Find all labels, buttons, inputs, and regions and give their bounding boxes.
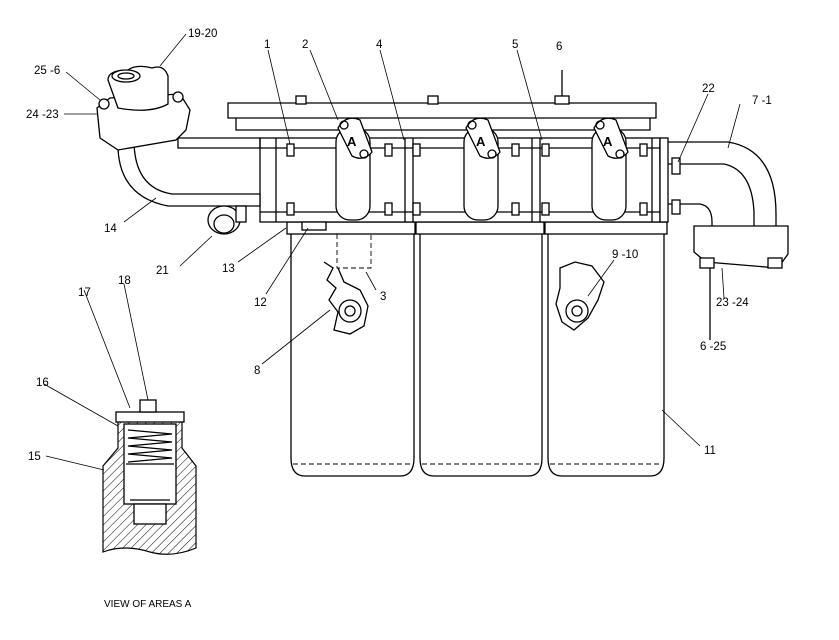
callout-12: 12	[254, 297, 267, 309]
filter-canister-middle	[419, 229, 543, 477]
valve-body-2	[463, 117, 501, 221]
filter-canister-right	[547, 229, 665, 477]
valve-body-1	[335, 117, 373, 221]
callout-14: 14	[104, 223, 117, 235]
callout-23-24: 23 -24	[716, 297, 749, 309]
callout-17: 17	[78, 287, 91, 299]
manifold-bolts	[286, 143, 648, 216]
inlet-elbow	[96, 65, 261, 207]
callout-9-10: 9 -10	[612, 249, 638, 261]
callout-7-1: 7 -1	[752, 95, 772, 107]
callout-3: 3	[380, 291, 386, 303]
callout-16: 16	[36, 377, 49, 389]
canister-collar-right	[544, 221, 668, 235]
top-cover	[227, 70, 657, 131]
area-tag-a-3: A	[603, 134, 613, 149]
valve-body-3	[591, 117, 629, 221]
area-tag-a-1: A	[347, 134, 357, 149]
callout-2: 2	[302, 39, 308, 51]
internal-tube	[336, 234, 372, 269]
callout-4: 4	[376, 39, 383, 51]
canister-collar-middle	[415, 221, 545, 235]
cutaway-left	[323, 261, 369, 335]
cutaway-right	[555, 261, 605, 331]
fitting-21	[207, 205, 247, 235]
bracket-12	[301, 221, 327, 231]
callout-13: 13	[222, 263, 235, 275]
outlet-flange	[693, 225, 789, 340]
callout-18: 18	[118, 275, 131, 287]
callout-5: 5	[512, 39, 518, 51]
callout-25-6: 25 -6	[34, 65, 60, 77]
callout-1: 1	[264, 39, 270, 51]
filter-canister-left	[290, 229, 415, 477]
outlet-elbow	[659, 137, 777, 231]
callout-15: 15	[28, 451, 41, 463]
callout-6-top: 6	[556, 41, 562, 53]
callout-22: 22	[702, 83, 715, 95]
view-caption: VIEW OF AREAS A	[104, 599, 192, 610]
callout-6-25: 6 -25	[700, 341, 726, 353]
callout-24-23: 24 -23	[26, 109, 59, 121]
callout-8: 8	[254, 365, 260, 377]
callout-19-20: 19-20	[188, 28, 217, 40]
area-tag-a-2: A	[476, 134, 486, 149]
section-view	[102, 399, 197, 555]
callout-11: 11	[704, 445, 716, 457]
leader-lines	[43, 33, 741, 471]
callout-21: 21	[156, 265, 169, 277]
